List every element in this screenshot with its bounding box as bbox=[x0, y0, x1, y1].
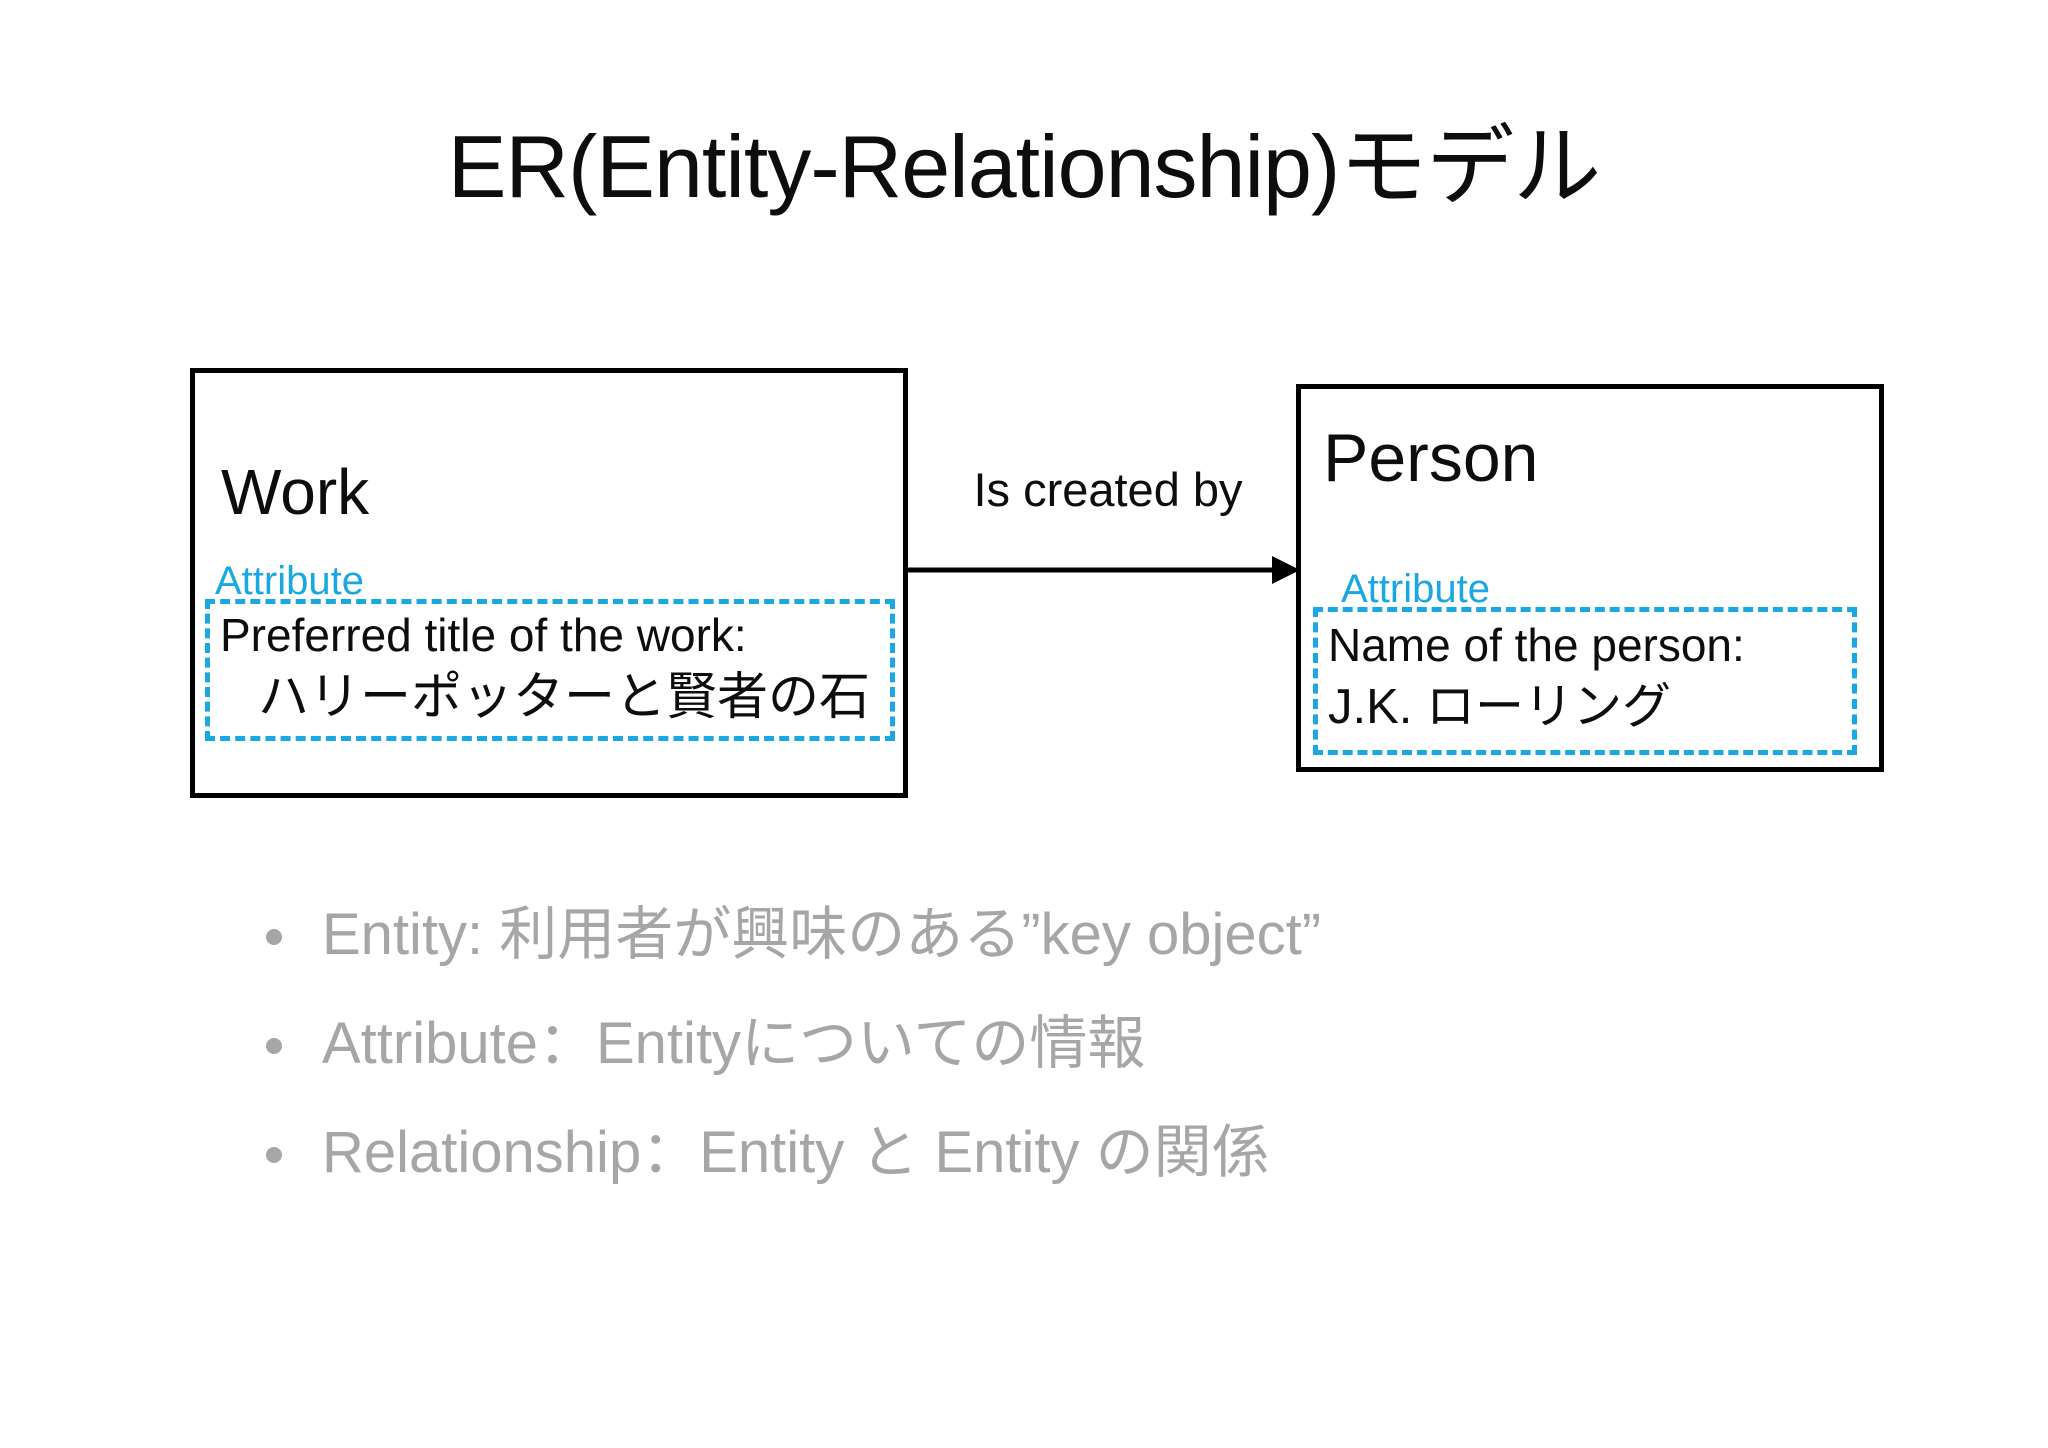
bullet-item-relationship: Relationship：Entity と Entity の関係 bbox=[266, 1114, 1321, 1193]
attribute-name-person: Name of the person: bbox=[1328, 619, 1745, 671]
bullet-item-attribute: Attribute：Entityについての情報 bbox=[266, 1005, 1321, 1084]
attribute-name-work: Preferred title of the work: bbox=[220, 609, 747, 661]
attribute-label-person: Attribute bbox=[1341, 567, 1490, 611]
bullet-dot-icon bbox=[266, 929, 282, 945]
relationship-label: Is created by bbox=[973, 463, 1243, 516]
attribute-value-work: ハリーポッターと賢者の石 bbox=[258, 667, 871, 725]
entity-name-person: Person bbox=[1323, 420, 1539, 496]
bullet-dot-icon bbox=[266, 1146, 282, 1163]
bullet-dot-icon bbox=[266, 1037, 282, 1054]
bullet-text-entity: Entity: 利用者が興味のある”key object” bbox=[322, 902, 1322, 967]
entity-box-person: Person Attribute Name of the person: J.K… bbox=[1296, 384, 1884, 772]
bullet-item-entity: Entity: 利用者が興味のある”key object” bbox=[266, 896, 1321, 975]
bullet-text-attribute: Attribute：Entityについての情報 bbox=[322, 1010, 1146, 1076]
relationship-arrow-icon bbox=[908, 556, 1300, 584]
bullet-text-relationship: Relationship：Entity と Entity の関係 bbox=[322, 1119, 1270, 1185]
attribute-box-work: Preferred title of the work: ハリーポッターと賢者の… bbox=[205, 599, 895, 741]
attribute-box-person: Name of the person: J.K. ローリング bbox=[1313, 607, 1857, 755]
slide-title: ER(Entity-Relationship)モデル bbox=[447, 117, 1602, 216]
entity-name-work: Work bbox=[221, 456, 370, 528]
attribute-value-person: J.K. ローリング bbox=[1328, 680, 1672, 735]
entity-box-work: Work Attribute Preferred title of the wo… bbox=[190, 368, 908, 798]
definition-bullet-list: Entity: 利用者が興味のある”key object” Attribute：… bbox=[266, 896, 1321, 1223]
attribute-label-work: Attribute bbox=[215, 559, 364, 603]
